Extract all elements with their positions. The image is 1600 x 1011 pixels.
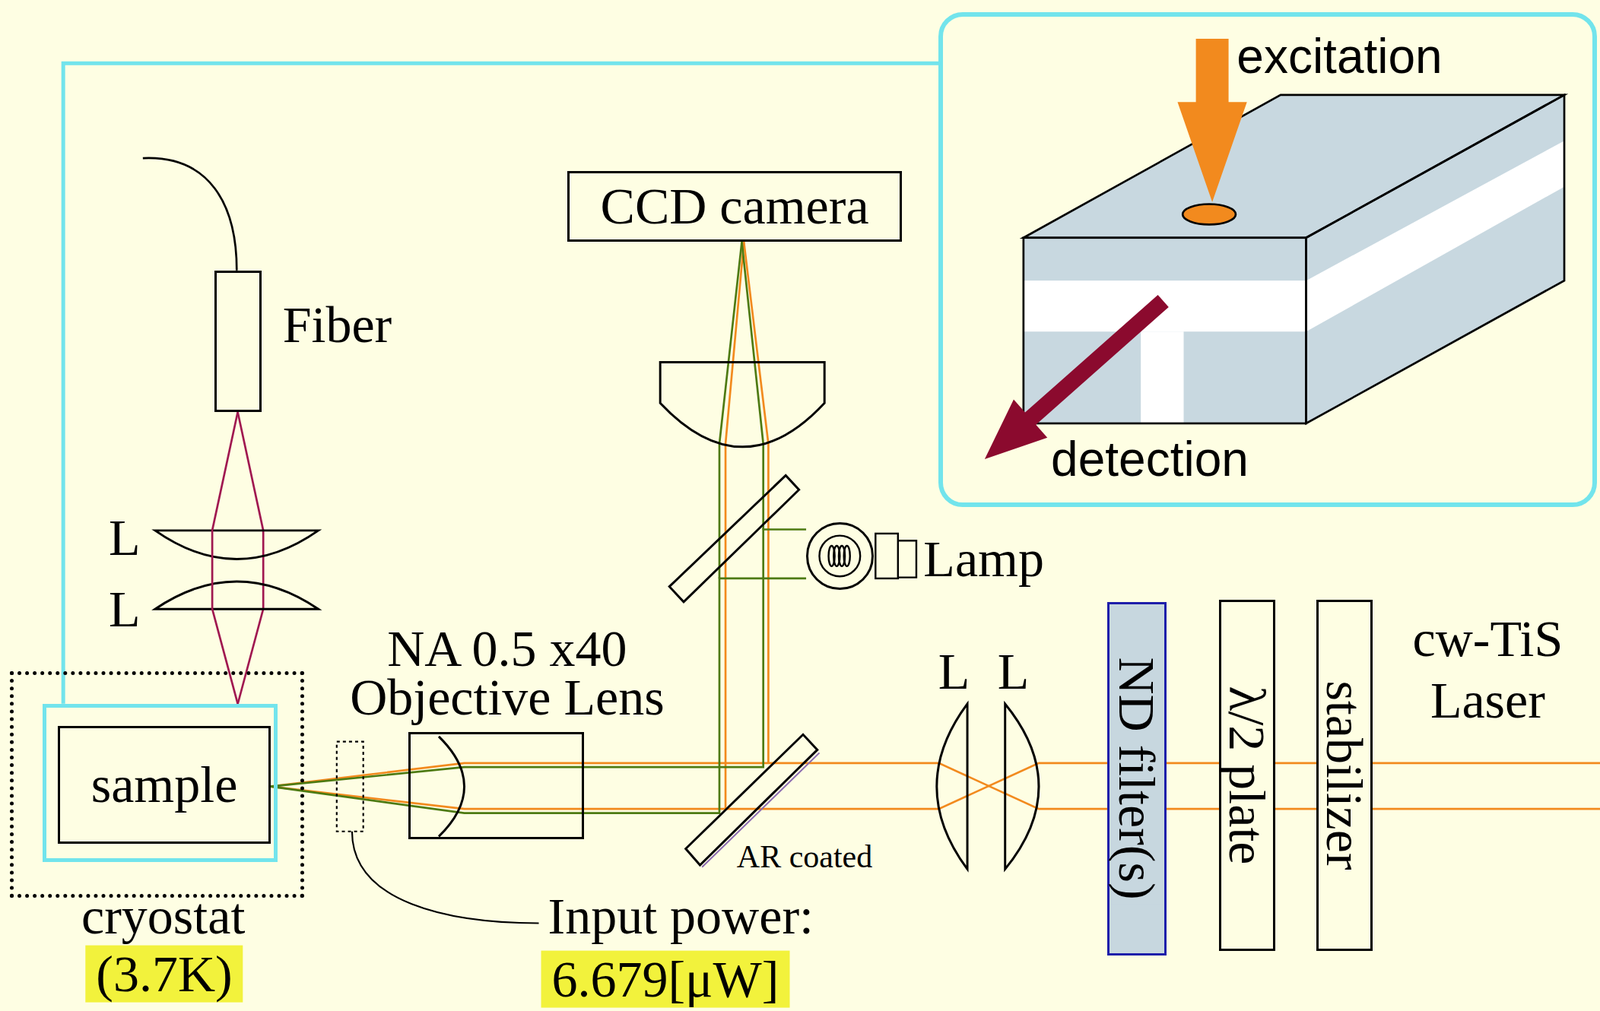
power-meter-position	[336, 742, 540, 924]
power-value: 6.679[μW]	[540, 951, 790, 1009]
node-label: NA 0.5 x40 Objective Lens	[332, 624, 683, 723]
node-label: detection	[1050, 432, 1249, 486]
cryostat-housing: cryostat(3.7K)sample	[9, 671, 304, 899]
node-label: stabilizer	[1318, 676, 1371, 875]
sample-holder: sample	[42, 704, 278, 863]
lamp-filament	[898, 540, 917, 578]
sample-block-sketch	[1306, 95, 1565, 424]
inset-panel: excitation detection	[938, 12, 1597, 508]
light-ray	[212, 412, 239, 705]
node-label: λ/2 plate	[1221, 681, 1274, 870]
lamp-light	[742, 241, 764, 530]
sample-box: sample	[57, 726, 270, 844]
laser-beam	[270, 763, 1600, 810]
fiber-coupler: Fiber	[214, 270, 262, 413]
excitation-arrow	[1177, 38, 1247, 203]
beam-splitter	[669, 475, 799, 602]
node-label: CCD camera	[600, 177, 870, 235]
camera-box: CCD camera	[567, 171, 902, 242]
stabilizer-box: stabilizer	[1316, 600, 1373, 952]
lamp-filament	[844, 546, 851, 567]
node-label: cryostat	[81, 888, 245, 946]
node-label: sample	[91, 756, 239, 814]
fiber-cable	[142, 158, 237, 271]
objective-lens: NA 0.5 x40 Objective Lens	[408, 732, 585, 840]
lamp-filament	[819, 533, 916, 579]
coating-note: AR coated	[736, 839, 873, 875]
lens	[1005, 704, 1039, 870]
laser-label: cw-TiS Laser	[1380, 608, 1594, 733]
power-label: Input power:	[548, 888, 814, 946]
lamp-filament	[819, 536, 861, 578]
lens-label: L	[108, 580, 141, 639]
node-label: excitation	[1236, 29, 1442, 83]
node-label: Fiber	[282, 295, 393, 353]
power-meter-position	[336, 742, 364, 832]
lens-label: L	[997, 643, 1030, 701]
lamp-light	[270, 241, 807, 813]
lens	[155, 361, 1039, 870]
node-label: ND filter(s)	[1111, 653, 1163, 905]
nd-filter: ND filter(s)	[1107, 602, 1167, 957]
lens	[438, 736, 465, 838]
lamp-light	[270, 530, 807, 788]
sample-block-sketch	[1023, 95, 1565, 424]
fiber-cable	[142, 158, 237, 271]
lamp-filament	[875, 533, 899, 579]
power-meter-position	[352, 831, 540, 924]
link-line	[63, 63, 939, 705]
lamp-bulb: Lamp	[806, 522, 874, 591]
node-label: Lamp	[923, 530, 1045, 588]
lens	[936, 704, 968, 870]
lamp-light	[270, 578, 807, 814]
lens	[155, 581, 319, 610]
beam-splitter	[669, 475, 820, 867]
lens-label: L	[108, 509, 141, 567]
excitation-arrow	[1182, 203, 1236, 225]
half-wave-plate: λ/2 plate	[1219, 600, 1276, 952]
node-label: (3.7K)	[85, 946, 243, 1004]
lens	[660, 361, 825, 447]
sample-block-sketch	[1140, 331, 1184, 424]
laser-beam	[270, 763, 1600, 810]
lens-label: L	[938, 643, 971, 701]
lens	[155, 530, 319, 560]
sample-block-sketch	[1023, 95, 1565, 239]
excitation-arrow	[1177, 38, 1247, 225]
sample-block-sketch	[1306, 95, 1565, 424]
